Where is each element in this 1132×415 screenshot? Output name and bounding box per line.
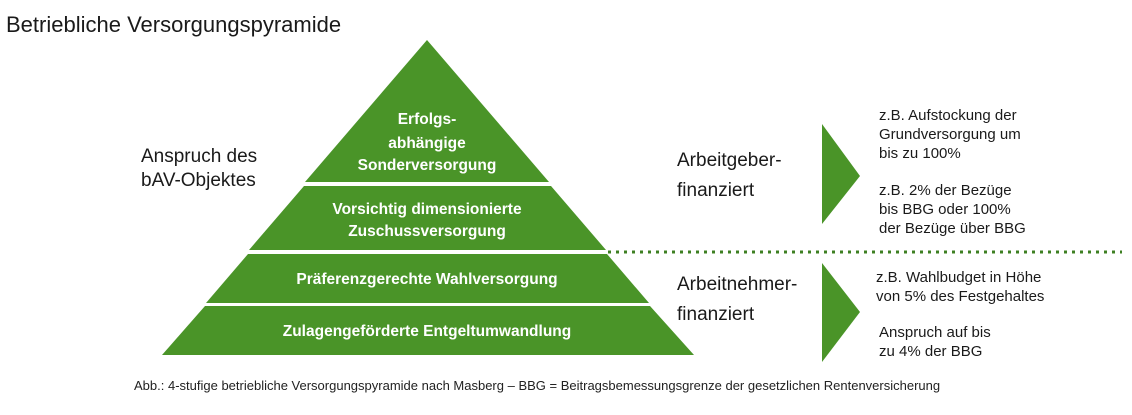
note-employer-1-line-2: Grundversorgung um (879, 126, 1021, 143)
tier-4-shape (162, 306, 694, 355)
tier-1-line-3: Sonderversorgung (358, 157, 497, 174)
note-employer-2-line-3: der Bezüge über BBG (879, 220, 1026, 237)
employee-line-1: Arbeitnehmer- (677, 274, 798, 295)
side-label-line-1: Anspruch des (141, 146, 258, 167)
note-employer-2-line-1: z.B. 2% der Bezüge (879, 182, 1012, 199)
note-employer-1-line-3: bis zu 100% (879, 145, 961, 162)
note-employee-2-line-1: Anspruch auf bis (879, 324, 991, 341)
employer-line-2: finanziert (677, 180, 755, 201)
employer-line-1: Arbeitgeber- (677, 150, 782, 171)
note-employer-1: z.B. Aufstockung der Grundversorgung um … (879, 106, 1021, 163)
note-employee-1: z.B. Wahlbudget in Höhe von 5% des Festg… (876, 268, 1044, 306)
employee-financed-label: Arbeitnehmer- finanziert (677, 270, 797, 330)
tier-2-line-1: Vorsichtig dimensionierte (332, 201, 522, 218)
tier-4-line-1: Zulagengeförderte Entgeltumwandlung (283, 323, 571, 340)
note-employee-1-line-2: von 5% des Festgehaltes (876, 288, 1045, 305)
note-employer-2: z.B. 2% der Bezüge bis BBG oder 100% der… (879, 181, 1026, 238)
note-employer-1-line-1: z.B. Aufstockung der (879, 107, 1017, 124)
note-employer-2-line-2: bis BBG oder 100% (879, 201, 1011, 218)
note-employee-1-line-1: z.B. Wahlbudget in Höhe (876, 269, 1042, 286)
tier-3-shape (206, 254, 649, 303)
employer-financed-label: Arbeitgeber- finanziert (677, 146, 782, 206)
tier-2-shape (249, 186, 606, 250)
arrow-employer (822, 124, 860, 224)
tier-1-line-1: Erfolgs- (398, 111, 457, 128)
tier-1-shape (305, 40, 549, 182)
side-label-line-2: bAV-Objektes (141, 170, 256, 191)
side-label: Anspruch des bAV-Objektes (141, 145, 257, 193)
tier-2-line-2: Zuschussversorgung (348, 223, 506, 240)
tier-3-line-1: Präferenzgerechte Wahlversorgung (296, 271, 557, 288)
note-employee-2: Anspruch auf bis zu 4% der BBG (879, 323, 991, 361)
employee-line-2: finanziert (677, 304, 755, 325)
note-employee-2-line-2: zu 4% der BBG (879, 343, 983, 360)
figure-caption: Abb.: 4-stufige betriebliche Versorgungs… (134, 378, 941, 393)
tier-1-line-2: abhängige (388, 135, 466, 152)
page-title: Betriebliche Versorgungspyramide (6, 12, 342, 37)
arrow-employee (822, 263, 860, 362)
